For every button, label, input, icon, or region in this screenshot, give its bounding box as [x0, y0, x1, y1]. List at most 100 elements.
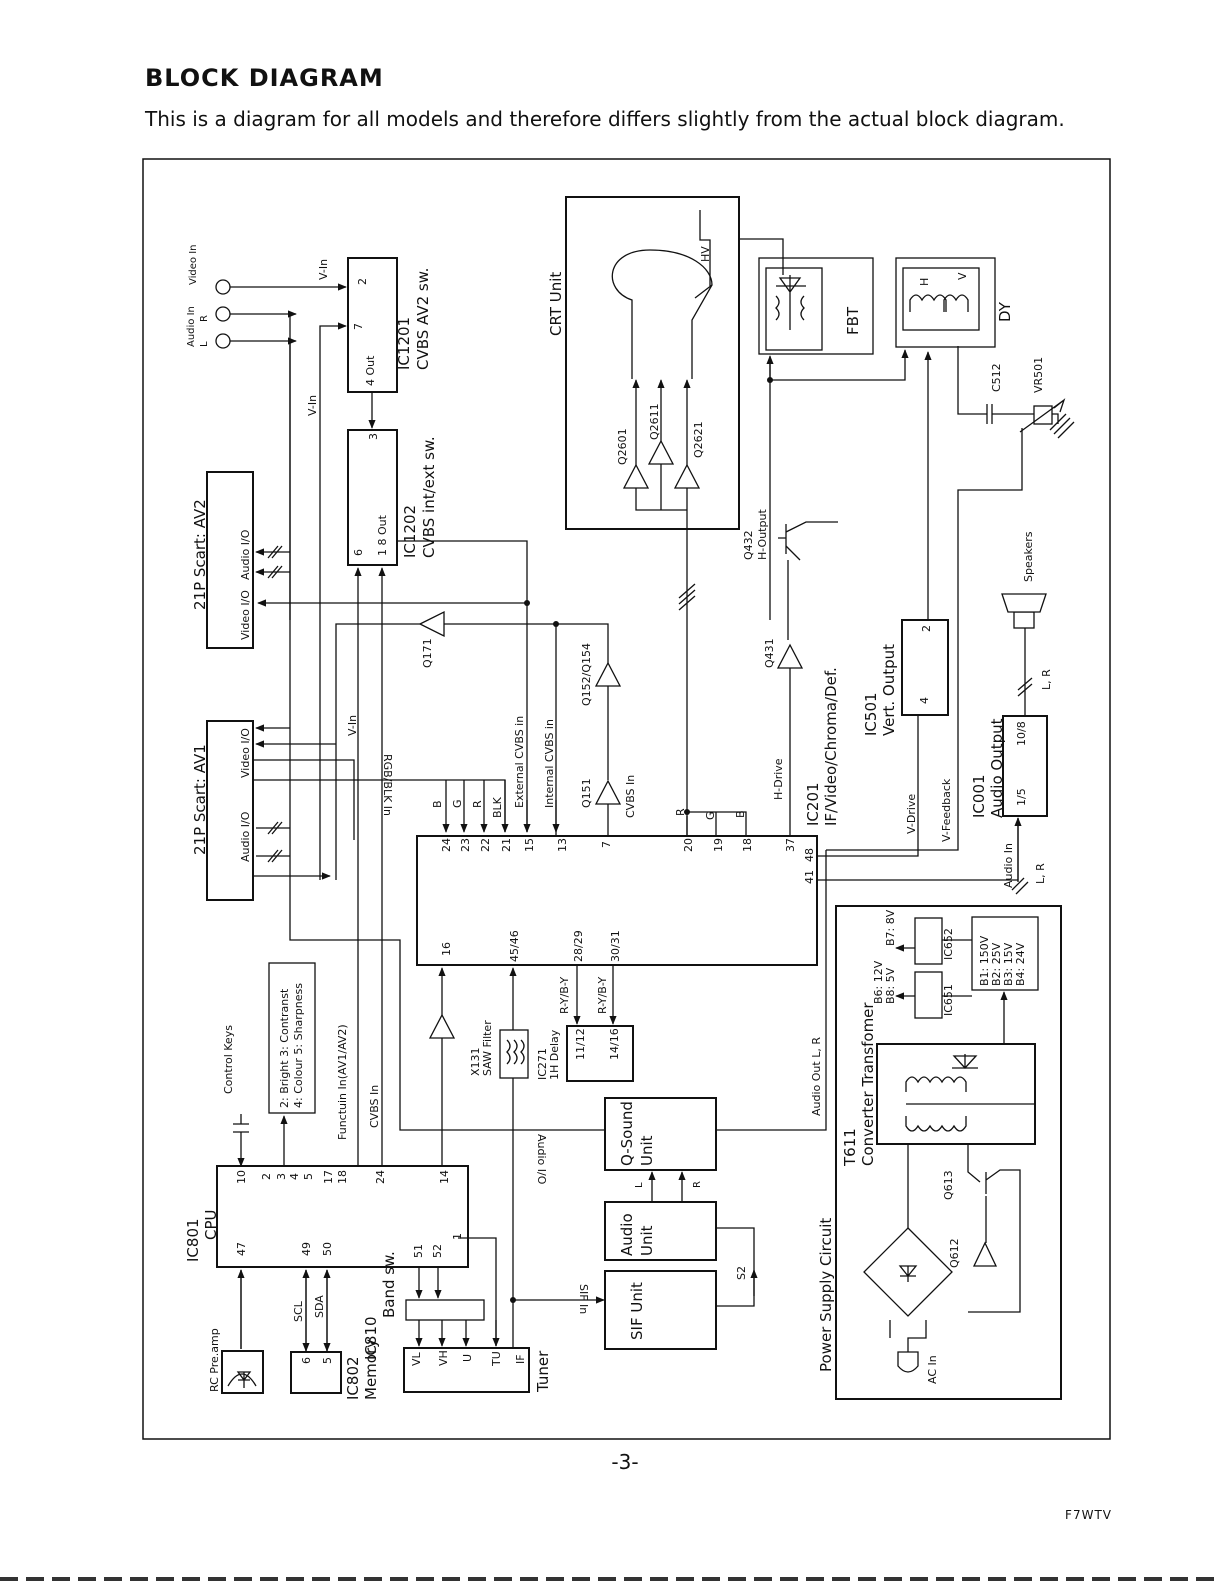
ic501-pin-4: 4 — [918, 697, 931, 704]
speaker-lr-label: L, R — [1040, 669, 1053, 690]
key-legend-line2: 4: Colour 5: Sharpness — [292, 983, 305, 1108]
audio-unit-line2: Unit — [638, 1225, 656, 1256]
rgb-blk-inputs: RGB/BLK In B G R BLK External CVBS in In… — [381, 716, 560, 833]
ic1201-block: 2 7 4 Out IC1201 CVBS AV2 sw. — [347, 257, 432, 393]
cpu-pin-4: 4 — [288, 1173, 301, 1180]
crt-unit-label: CRT Unit — [547, 272, 565, 336]
q432-transistor: Q432 H-Output Q431 H-Drive — [742, 509, 838, 840]
ic1202-pin-6: 6 — [352, 549, 365, 556]
ic201-pin-24: 24 — [440, 838, 453, 852]
audio-unit-line1: Audio — [618, 1213, 636, 1256]
rgb-out-g: G — [704, 811, 717, 820]
audio-in-r-label: R — [199, 315, 210, 322]
ic201-pin-28-29: 28/29 — [572, 930, 585, 962]
audio-r-label: R — [692, 1181, 703, 1188]
ry-by-label-2: R-Y/B-Y — [596, 977, 609, 1014]
ic201-pin-30-31: 30/31 — [609, 930, 622, 962]
ic271-pin-14-16: 14/16 — [608, 1028, 621, 1060]
q152-q154-label: Q152/Q154 — [580, 643, 593, 706]
q2601-label: Q2601 — [616, 428, 629, 465]
ic801-label: IC801 — [184, 1218, 202, 1262]
ic801-cpu-block: 10 2 3 4 5 17 18 24 14 47 49 50 51 52 1 … — [184, 1165, 469, 1268]
ic810-desc: Band sw. — [380, 1251, 398, 1318]
crt-unit-block: CRT Unit HV Q2601 Q2611 Q2621 — [547, 196, 740, 840]
cpu-pin-52: 52 — [431, 1244, 444, 1258]
ic1202-pin-3: 3 — [367, 433, 380, 440]
q171-label: Q171 — [421, 638, 434, 668]
ic501-pin-2: 2 — [920, 625, 933, 632]
tuner-pin-vl: VL — [410, 1351, 423, 1366]
rgb-b-label: B — [431, 800, 444, 808]
audio-in-l-label: L — [199, 341, 210, 347]
q-sound-unit-block: Q-Sound Unit Audio I/O — [535, 1097, 717, 1185]
v-drive-label: V-Drive — [905, 794, 918, 834]
audio-unit-block: Audio Unit L R — [604, 1171, 717, 1261]
cpu-pin-3: 3 — [275, 1173, 288, 1180]
control-keys: Control Keys 2: Bright 3: Contranst 4: C… — [222, 962, 381, 1167]
ic001-pin-1-5: 1/5 — [1015, 788, 1028, 806]
scl-label: SCL — [292, 1300, 305, 1322]
ic1202-block: 3 6 1 8 Out IC1202 CVBS int/ext sw. — [257, 429, 530, 1168]
speakers-label: Speakers — [1022, 531, 1035, 582]
scart-av2-block: 21P Scart: AV2 Audio I/O Video I/O — [191, 471, 290, 649]
ic271-pin-11-12: 11/12 — [574, 1028, 587, 1060]
ic501-desc: Vert. Output — [880, 644, 898, 736]
b7-label: B7: 8V — [884, 909, 897, 946]
sif-in-label: SIF In — [577, 1284, 590, 1314]
ic201-pin-7: 7 — [600, 841, 613, 848]
ic1201-pin-4: 4 Out — [364, 355, 377, 386]
cpu-pin-18: 18 — [336, 1170, 349, 1184]
rgb-blk-label: BLK — [491, 796, 504, 818]
b3-label: B3: 15V — [1002, 942, 1015, 986]
cpu-pin-5: 5 — [302, 1173, 315, 1180]
ic802-pin-5: 5 — [321, 1357, 334, 1364]
ic652-label: IC652 — [942, 928, 955, 960]
audio-io-label: Audio I/O — [535, 1134, 548, 1185]
ic201-pin-16: 16 — [440, 942, 453, 956]
b1-label: B1: 150V — [978, 935, 991, 986]
q-sound-line1: Q-Sound — [618, 1101, 636, 1166]
cpu-pin-17: 17 — [322, 1170, 335, 1184]
ic1201-label: IC1201 — [395, 317, 413, 370]
scart-av1-block: 21P Scart: AV1 Audio I/O Video I/O V-In — [191, 715, 506, 901]
audio-in-lr-label: Audio In — [1002, 843, 1015, 888]
v-label: V — [956, 272, 969, 280]
q431-label: Q431 — [763, 638, 776, 668]
cpu-pin-50: 50 — [321, 1242, 334, 1256]
q151-label: Q151 — [580, 778, 593, 808]
audio-l-label: L — [634, 1182, 645, 1188]
ry-by-label-1: R-Y/B-Y — [558, 977, 571, 1014]
t611-label: T611 — [841, 1128, 859, 1167]
b8-label: B8: 5V — [884, 967, 897, 1004]
rc-preamp-label: RC Pre.amp — [208, 1328, 221, 1392]
ac-in-label: AC In — [926, 1355, 939, 1384]
ic271-desc: 1H Delay — [548, 1029, 561, 1080]
ic1201-desc: CVBS AV2 sw. — [414, 268, 432, 370]
ic802-label: IC802 — [344, 1356, 362, 1400]
power-supply-label: Power Supply Circuit — [817, 1218, 835, 1372]
cpu-pin-10: 10 — [235, 1170, 248, 1184]
rgb-out-b: B — [734, 810, 747, 818]
cpu-pin-14: 14 — [438, 1170, 451, 1184]
ic1202-label: IC1202 — [401, 505, 419, 558]
tuner-pin-tu: TU — [490, 1351, 503, 1367]
q612-label: Q612 — [948, 1238, 961, 1268]
q2611-label: Q2611 — [648, 403, 661, 440]
rgb-r-label: R — [471, 800, 484, 808]
b2-label: B2: 25V — [990, 942, 1003, 986]
c512-label: C512 — [990, 363, 1003, 392]
ic802-desc: Memory — [362, 1339, 380, 1400]
ic001-pin-10-8: 10/8 — [1015, 721, 1028, 746]
rgb-blk-in-label: RGB/BLK In — [381, 754, 394, 816]
ic801-desc: CPU — [202, 1210, 220, 1241]
cpu-pin-1: 1 — [451, 1233, 464, 1240]
scart-av2-label: 21P Scart: AV2 — [191, 499, 209, 610]
tuner-label: Tuner — [534, 1350, 552, 1393]
ic501-label: IC501 — [862, 692, 880, 736]
ic271-label: IC271 — [536, 1048, 549, 1080]
b6-label: B6: 12V — [872, 960, 885, 1004]
hv-label: HV — [699, 246, 712, 262]
tuner-pin-if: IF — [514, 1354, 527, 1364]
ic501-block: 4 2 IC501 Vert. Output — [862, 619, 949, 736]
ic201-pin-45-46: 45/46 — [508, 930, 521, 962]
